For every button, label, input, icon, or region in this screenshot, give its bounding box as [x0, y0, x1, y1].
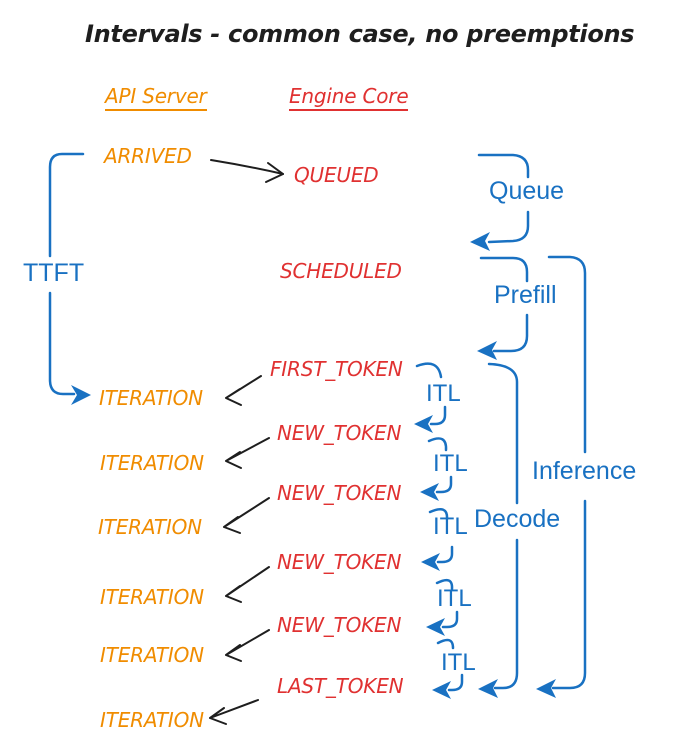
event-iteration-5: ITERATION — [100, 643, 204, 667]
itl4-hook-bottom — [441, 610, 459, 629]
event-new-token-3: NEW_TOKEN — [277, 550, 402, 574]
itl5-arrowhead — [432, 681, 451, 699]
event-iteration-2: ITERATION — [100, 451, 204, 475]
interval-label-decode: Decode — [474, 505, 561, 533]
arrow-new-token2-to-iteration3 — [223, 497, 270, 534]
prefill-bracket-bottom — [492, 313, 529, 353]
event-new-token-4: NEW_TOKEN — [277, 613, 402, 637]
ttft-bracket-bottom — [48, 291, 76, 396]
interval-label-queue: Queue — [489, 177, 565, 205]
interval-label-inference: Inference — [532, 457, 637, 485]
arrow-last-token-to-iteration6 — [209, 699, 259, 725]
itl1-arrowhead — [414, 415, 433, 433]
itl3-hook-top — [428, 507, 449, 521]
column-header-engine-core: Engine Core — [289, 86, 409, 111]
itl2-hook-bottom — [435, 475, 453, 494]
event-new-token-1: NEW_TOKEN — [277, 421, 402, 445]
itl2-hook-top — [427, 437, 448, 452]
itl1-hook-top — [415, 362, 443, 379]
interval-label-itl-3: ITL — [433, 513, 468, 540]
arrow-arrived-to-queued — [210, 159, 284, 175]
itl1-hook-bottom — [429, 405, 447, 426]
event-iteration-6: ITERATION — [100, 708, 204, 732]
ttft-arrowhead — [71, 385, 91, 405]
arrow-new-token3-to-iteration4 — [225, 566, 270, 603]
arrow-new-token1-to-iteration2 — [225, 437, 270, 469]
itl4-hook-top — [435, 578, 454, 591]
decode-bracket-top — [487, 362, 519, 505]
diagram-title: Intervals - common case, no preemptions — [85, 20, 635, 48]
prefill-arrowhead — [477, 341, 497, 360]
ttft-bracket-top — [48, 152, 85, 258]
queue-bracket-top — [477, 153, 530, 179]
column-header-api-server: API Server — [105, 86, 207, 111]
event-new-token-2: NEW_TOKEN — [277, 481, 402, 505]
event-iteration-3: ITERATION — [98, 515, 202, 539]
inference-bracket-top — [547, 255, 587, 454]
interval-label-itl-2: ITL — [433, 450, 468, 477]
interval-label-ttft: TTFT — [23, 259, 85, 287]
interval-label-prefill: Prefill — [494, 281, 557, 309]
interval-label-itl-5: ITL — [441, 649, 476, 676]
event-queued: QUEUED — [294, 163, 379, 187]
event-arrived: ARRIVED — [104, 144, 192, 168]
itl5-hook-bottom — [447, 673, 464, 692]
queue-bracket-bottom — [487, 210, 530, 244]
itl4-arrowhead — [426, 618, 445, 636]
itl2-arrowhead — [420, 483, 439, 501]
itl5-hook-top — [436, 638, 455, 650]
interval-label-itl-1: ITL — [426, 380, 461, 407]
arrow-first-token-to-iteration1 — [225, 375, 262, 406]
prefill-bracket-top — [479, 256, 529, 283]
event-first-token: FIRST_TOKEN — [270, 357, 403, 381]
arrow-arrived-to-queued-head — [265, 162, 284, 183]
itl3-arrowhead — [421, 553, 440, 571]
event-iteration-4: ITERATION — [100, 585, 204, 609]
itl3-hook-bottom — [436, 545, 454, 564]
arrow-new-token4-to-iteration5 — [225, 629, 270, 662]
inference-bracket-bottom — [551, 499, 587, 690]
decode-bracket-bottom — [493, 538, 519, 690]
inference-arrowhead — [536, 679, 556, 698]
event-scheduled: SCHEDULED — [280, 259, 402, 283]
interval-label-itl-4: ITL — [437, 585, 472, 612]
queue-arrowhead — [470, 232, 490, 251]
event-last-token: LAST_TOKEN — [277, 674, 404, 698]
event-iteration-1: ITERATION — [99, 386, 203, 410]
decode-arrowhead — [478, 679, 498, 698]
